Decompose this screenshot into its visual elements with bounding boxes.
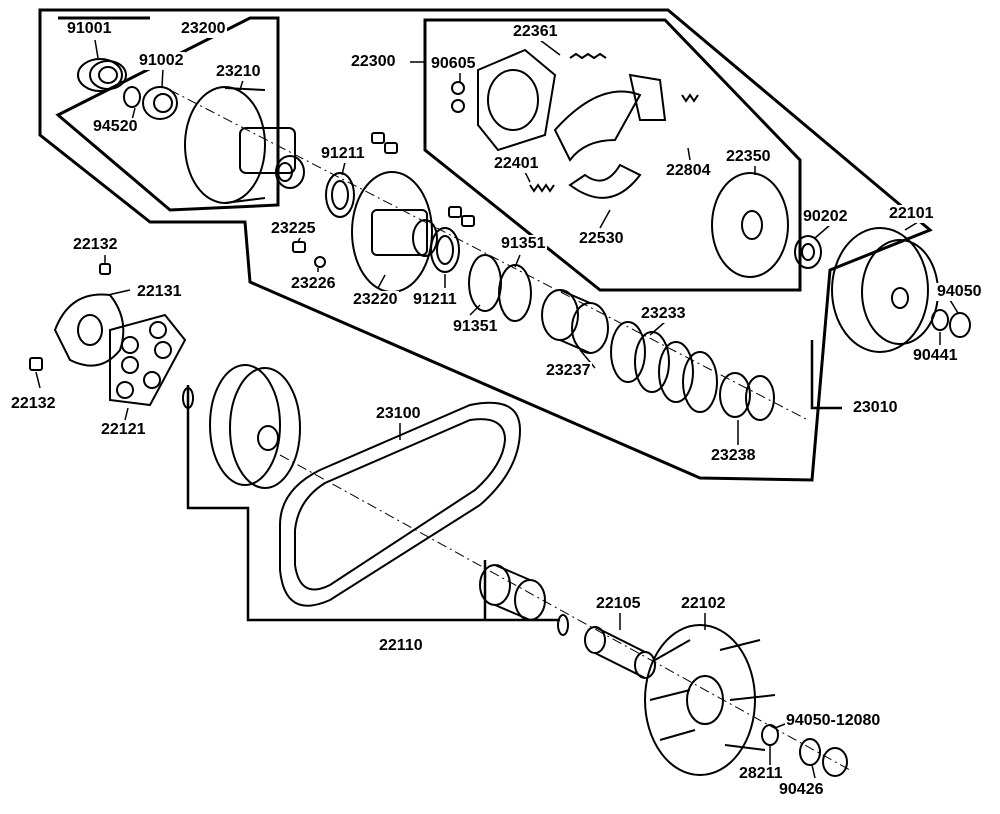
label-91351-top: 91351	[500, 235, 547, 253]
group-box-22300	[423, 18, 802, 292]
belt-23100	[279, 401, 522, 607]
slider-22132-bottom	[29, 357, 43, 371]
label-90605: 90605	[430, 55, 477, 73]
label-22121: 22121	[100, 421, 147, 439]
label-91211-bottom: 91211	[412, 291, 458, 309]
bearing-91001	[77, 58, 127, 92]
label-91002: 91002	[138, 52, 185, 70]
label-23226: 23226	[290, 275, 337, 293]
label-23233: 23233	[640, 305, 687, 323]
sleeve-22110	[479, 564, 546, 621]
spring-22401	[529, 183, 555, 193]
pins-23225	[292, 132, 475, 253]
pin-23226	[314, 256, 326, 268]
label-22300: 22300	[350, 53, 397, 71]
leader-lines	[35, 39, 959, 779]
label-22401: 22401	[493, 155, 540, 173]
nut-90202	[794, 235, 822, 269]
circlip-lower	[557, 614, 569, 636]
circlip-94520	[123, 86, 141, 108]
nut-94050-12080	[822, 747, 848, 777]
assembly-boundary-23010	[38, 8, 933, 482]
label-22132-top: 22132	[72, 236, 119, 254]
label-23238: 23238	[710, 447, 757, 465]
group-box-23200	[55, 16, 280, 212]
fan-22102	[644, 624, 776, 776]
spring-22804	[681, 93, 699, 103]
label-22101: 22101	[888, 205, 935, 223]
driven-face-23220	[351, 171, 438, 293]
rollers-22121	[109, 313, 187, 407]
nut-94050	[949, 312, 971, 338]
label-94050-12080: 94050-12080	[785, 712, 882, 730]
label-23200: 23200	[180, 20, 227, 38]
drive-face-23210	[184, 86, 305, 204]
label-22350: 22350	[725, 148, 772, 166]
washer-90426	[799, 738, 821, 766]
label-22132-bottom: 22132	[10, 395, 57, 413]
label-23220: 23220	[352, 291, 399, 309]
label-23100: 23100	[375, 405, 422, 423]
bushing-22105	[584, 626, 656, 679]
label-90426: 90426	[778, 781, 825, 799]
label-23010: 23010	[852, 399, 899, 417]
axis-lower	[279, 454, 851, 771]
slider-22132-top	[99, 263, 111, 275]
collar-23237	[541, 289, 609, 354]
label-22131: 22131	[136, 283, 183, 301]
washer-90441	[931, 309, 949, 331]
label-90202: 90202	[802, 208, 849, 226]
label-28211: 28211	[738, 765, 784, 783]
label-91001: 91001	[66, 20, 113, 38]
bracket-22110	[186, 385, 560, 622]
clutch-plate-22300	[477, 48, 557, 152]
label-23225: 23225	[270, 220, 317, 238]
oring-91351-right	[498, 264, 532, 322]
label-22804: 22804	[665, 162, 712, 180]
circlip-left	[182, 387, 194, 409]
oring-91351-left	[468, 254, 502, 312]
label-90441: 90441	[912, 347, 959, 365]
label-23210: 23210	[215, 63, 262, 81]
washer-90605	[451, 81, 465, 95]
drive-face-22110	[209, 364, 301, 489]
label-22530: 22530	[578, 230, 625, 248]
label-94520: 94520	[92, 118, 139, 136]
ramp-plate-22131	[53, 293, 125, 367]
label-22105: 22105	[595, 595, 642, 613]
label-94050: 94050	[936, 283, 983, 301]
label-22110: 22110	[378, 637, 424, 655]
cup-23238	[719, 372, 775, 421]
seal-91211-top	[325, 172, 355, 218]
label-22102: 22102	[680, 595, 727, 613]
hub-22350	[711, 172, 789, 278]
label-91211-top: 91211	[320, 145, 366, 163]
label-22361: 22361	[512, 23, 559, 41]
label-23237: 23237	[545, 362, 592, 380]
label-91351-bottom: 91351	[452, 318, 499, 336]
clutch-shoes-22530	[553, 73, 667, 199]
spring-23233	[610, 321, 718, 413]
bracket-23010	[810, 340, 842, 410]
spring-22361	[569, 52, 607, 60]
bearing-91002	[142, 86, 178, 120]
seal-91211-bottom	[430, 227, 460, 273]
